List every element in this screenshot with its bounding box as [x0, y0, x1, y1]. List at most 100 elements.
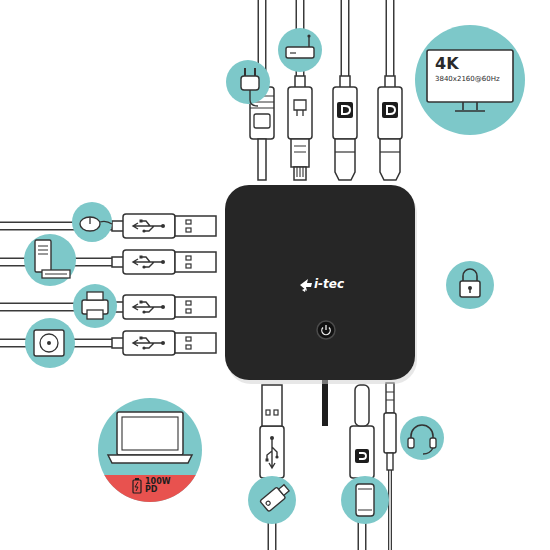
lock-badge-part [460, 281, 480, 297]
connectors-part-part [378, 76, 402, 180]
headset-badge [400, 416, 444, 460]
computer-badge-part [24, 234, 76, 286]
lock-badge-part [463, 269, 477, 282]
connectors-part-part [112, 214, 216, 238]
power-delivery-badge: 100W PD [98, 398, 202, 502]
connectors-part [333, 76, 357, 180]
cables-part [389, 470, 391, 550]
lock-badge [446, 261, 494, 309]
audio-jack-part [387, 453, 393, 470]
laptop-badge-part [117, 412, 183, 455]
connectors-part-part [350, 385, 374, 489]
connectors-part-part [112, 295, 216, 319]
monitor-badge-shape-part [415, 25, 525, 135]
headset-badge-part [430, 438, 436, 448]
flash-drive-badge-part [248, 476, 296, 524]
connectors-part-part [260, 385, 284, 489]
lock-badge-part [446, 261, 494, 309]
flash-drive-badge-part-part [265, 500, 271, 506]
disc-badge [25, 318, 75, 368]
connectors-part-part [333, 76, 357, 180]
connectors-part [112, 295, 216, 319]
headset-badge-part [408, 438, 414, 448]
disc-badge-part [34, 330, 64, 356]
router-badge-part [308, 37, 309, 47]
flash-drive-badge-part-part [279, 485, 290, 496]
dock-body: i-tec [225, 185, 415, 380]
monitor-badge: 4K 3840x2160@60Hz [415, 25, 525, 135]
node-text: 4K [435, 56, 459, 72]
router-badge-part [286, 47, 314, 58]
audio-jack-part [384, 413, 396, 453]
laptop-badge-part [133, 480, 141, 493]
mouse-badge-part [72, 202, 112, 242]
connectors-part [350, 385, 374, 489]
node-text: 100W PD [145, 478, 172, 494]
connectors-part-part [112, 250, 216, 274]
laptop-badge-part [90, 475, 210, 515]
connectors-part [112, 214, 216, 238]
cables-part [388, 470, 392, 550]
connectors-part-part [112, 331, 216, 355]
computer-badge [24, 234, 76, 286]
phone-badge-part [356, 484, 374, 516]
router-badge-part [278, 28, 322, 72]
audio-jack [384, 383, 396, 470]
dock-housing-part [225, 185, 415, 380]
connectors-part [260, 385, 284, 489]
disc-badge-part [40, 334, 58, 352]
flash-drive-badge [248, 476, 296, 524]
dock-housing [225, 185, 417, 384]
printer-badge-part [73, 284, 117, 328]
phone-badge-part [358, 489, 372, 510]
dock-housing-part [302, 288, 306, 292]
flash-drive-badge-part [260, 482, 291, 511]
printer-badge-part [87, 292, 103, 300]
node-text: 3840x2160@60Hz [435, 76, 500, 83]
laptop-badge-part [108, 455, 192, 463]
connectors-part-part [288, 76, 312, 180]
phone-badge [341, 476, 389, 524]
power-badge-part [250, 90, 258, 106]
disc-badge-part [47, 341, 51, 345]
power-badge-part [245, 68, 255, 76]
connectors-part [378, 76, 402, 180]
laptop-badge-part [122, 417, 178, 450]
laptop-badge [90, 398, 210, 515]
phone-badge-part [341, 476, 389, 524]
router-badge [278, 28, 322, 72]
disc-badge-part [25, 318, 75, 368]
connectors-part [288, 76, 312, 180]
headset-badge-part [423, 448, 433, 454]
computer-badge-part [42, 270, 70, 278]
headset-badge-part [400, 416, 444, 460]
monitor-badge-shape-part [427, 50, 513, 102]
audio-jack-part [386, 392, 394, 400]
computer-badge-part [35, 240, 51, 272]
monitor-badge-shape [415, 25, 525, 135]
dock-housing-part [325, 325, 326, 330]
computer-badge-part [38, 246, 48, 254]
router-badge-part [290, 52, 296, 53]
printer-badge [73, 284, 117, 328]
router-badge-part [307, 34, 310, 37]
power-badge-part [241, 76, 259, 90]
computer-badge-part [45, 274, 67, 275]
printer-badge-part [87, 310, 103, 319]
power-badge [226, 60, 270, 106]
connectors-part [112, 331, 216, 355]
mouse-badge [72, 202, 112, 242]
laptop-badge-part [135, 478, 139, 480]
dock-housing-part [317, 321, 335, 339]
mouse-badge-part [90, 217, 112, 224]
node-text: i-tec [314, 278, 344, 290]
monitor-badge-shape-part [455, 102, 485, 111]
connectors-part [112, 250, 216, 274]
audio-jack-part [386, 383, 394, 413]
dock-housing-part [300, 279, 312, 291]
icon-badges [24, 25, 525, 524]
laptop-badge-part [135, 482, 138, 491]
power-badge-part [226, 60, 270, 104]
lock-badge-part [469, 289, 471, 293]
